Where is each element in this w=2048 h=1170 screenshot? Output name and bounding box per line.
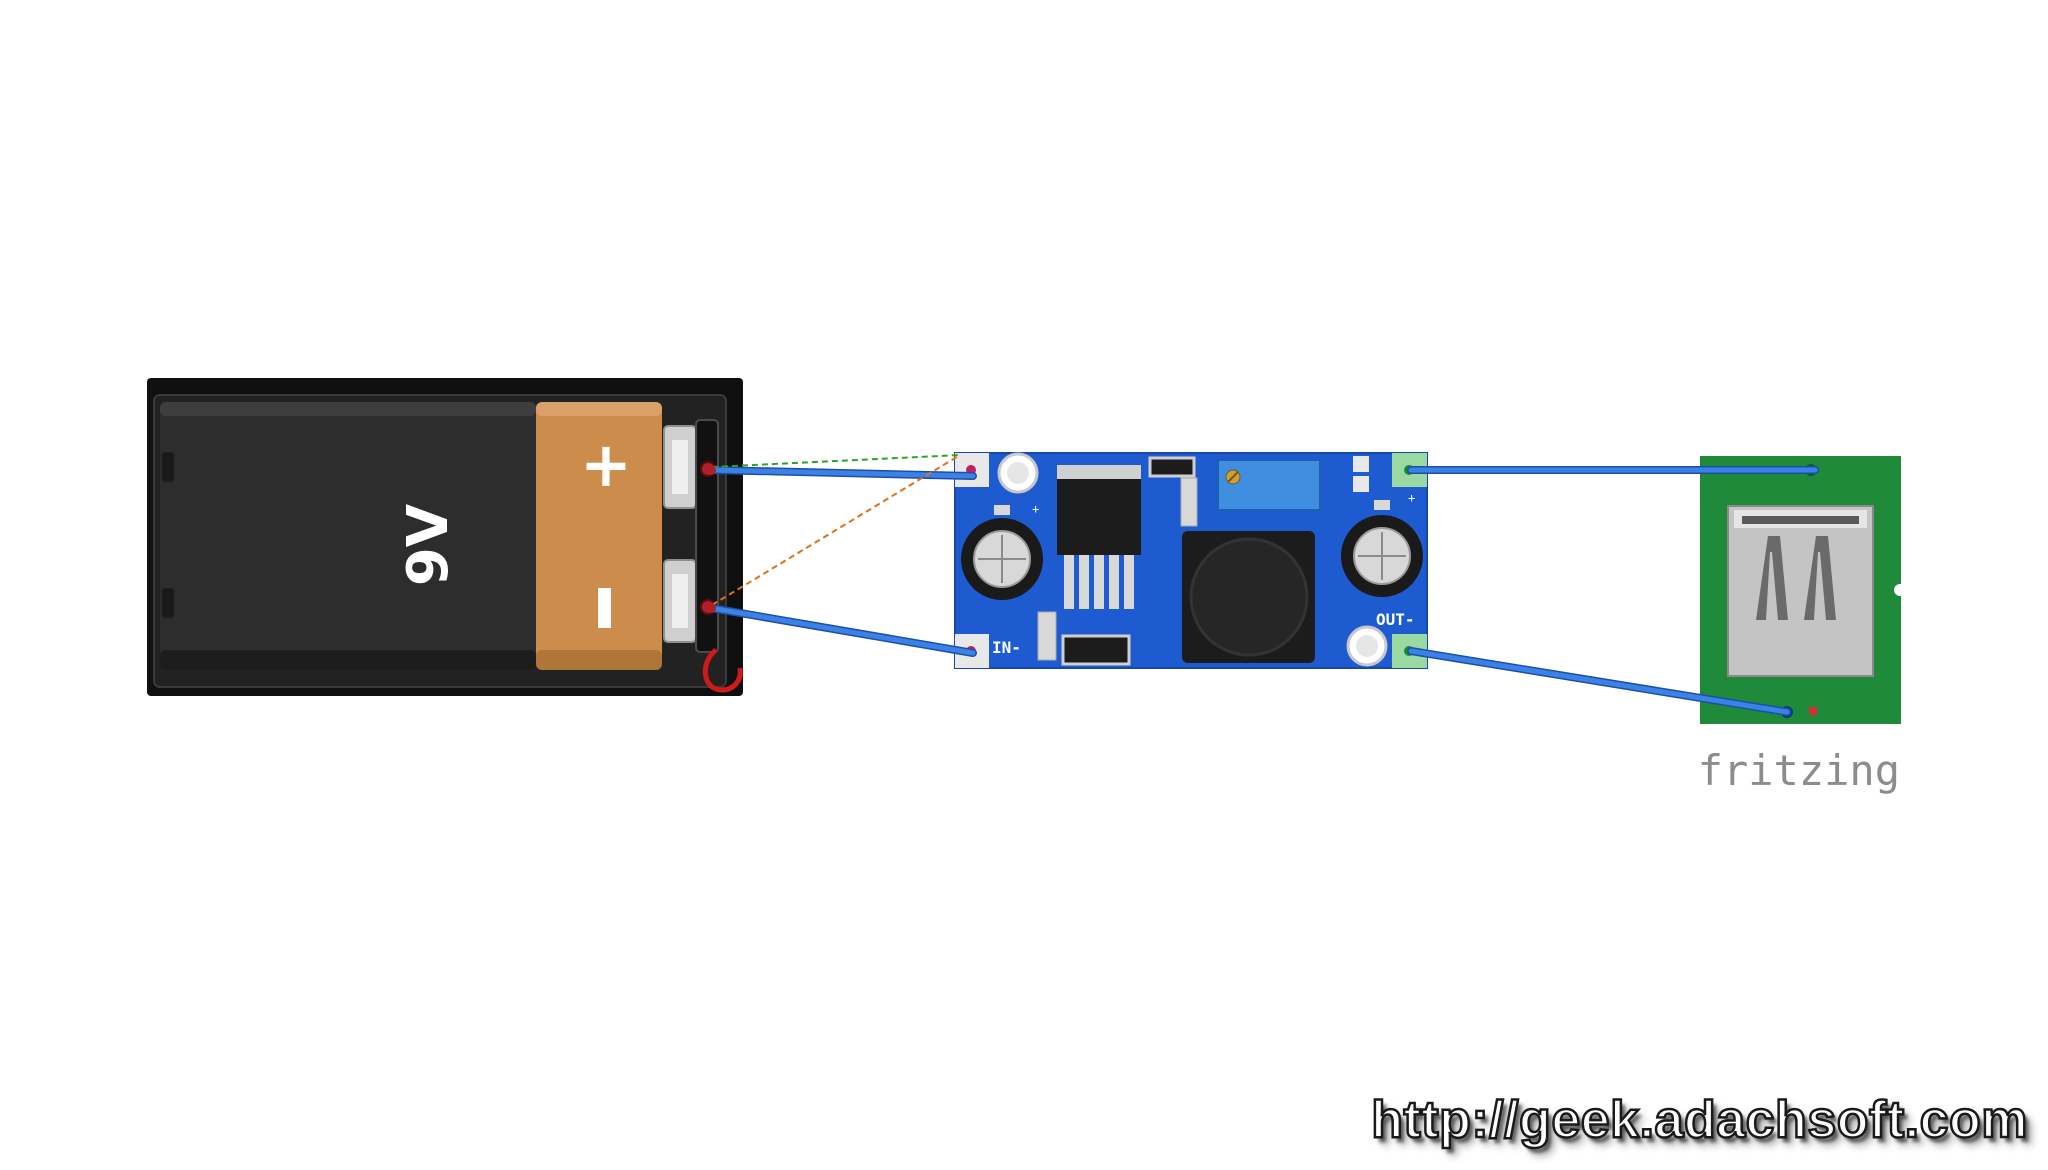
- cap-out-lead: [1374, 500, 1390, 510]
- battery-plus-sign: +: [580, 428, 632, 501]
- ratsnest-green: [711, 454, 961, 468]
- smd-resistor-top: [1148, 456, 1196, 478]
- battery-body-shadow: [160, 650, 536, 670]
- battery-body: [160, 402, 536, 670]
- usb-contact-left: [1756, 536, 1788, 620]
- usb-contact-right: [1804, 536, 1836, 620]
- battery-voltage-label: 9V: [396, 503, 461, 586]
- battery-terminal-plus[interactable]: [663, 425, 697, 509]
- fritzing-logo: fritzing: [1698, 746, 1900, 795]
- ic-pins: [1064, 555, 1134, 609]
- wire-battery-minus-to-in-minus[interactable]: [708, 605, 976, 656]
- out-plus-mark: +: [1408, 491, 1415, 505]
- trim-potentiometer[interactable]: [1217, 459, 1321, 511]
- ratsnest-orange: [711, 454, 961, 606]
- mount-hole-top-inner: [1007, 462, 1029, 484]
- usb-receptacle-slot: [1742, 516, 1859, 524]
- usb-breakout-board[interactable]: [1700, 456, 1906, 724]
- battery-red-lead: [702, 648, 743, 693]
- dc-dc-converter-module[interactable]: + + IN- OUT-: [954, 452, 1428, 669]
- battery-cap: [536, 402, 662, 670]
- battery-notch-top: [162, 452, 174, 482]
- terminal-minus-shine: [672, 574, 688, 628]
- watermark-url: http://geek.adachsoft.com: [1370, 1090, 2029, 1151]
- usb-pin-marker: [1809, 707, 1817, 715]
- mount-hole-bottom-inner: [1356, 635, 1378, 657]
- in-minus-label: IN-: [992, 638, 1021, 657]
- cap-in-lead: [994, 505, 1010, 515]
- ic-tab: [1057, 465, 1141, 479]
- terminal-plus-shine: [672, 440, 688, 494]
- wires: [706, 454, 1819, 716]
- cap-in-plus-mark: +: [1032, 502, 1039, 516]
- wire-end-battery-minus: [706, 603, 716, 613]
- battery-cap-shadow: [536, 650, 662, 670]
- battery-minus-sign: [598, 588, 611, 628]
- wire-end-battery-plus: [706, 465, 716, 475]
- usb-a-receptacle[interactable]: [1727, 505, 1874, 677]
- wire-battery-plus-to-in-plus[interactable]: [708, 467, 976, 479]
- smd-pad-2: [1353, 476, 1369, 492]
- smd-pad-1: [1353, 456, 1369, 472]
- wire-out-minus-to-usb[interactable]: [1408, 648, 1790, 715]
- holder-contact-strip: [695, 419, 719, 653]
- usb-pcb-notch: [1894, 584, 1906, 596]
- regulator-ic: [1057, 479, 1141, 555]
- battery-body-highlight: [160, 402, 536, 416]
- battery-9v[interactable]: 9V +: [160, 402, 662, 670]
- out-minus-label: OUT-: [1376, 610, 1415, 629]
- battery-cap-highlight: [536, 402, 662, 416]
- smd-diode: [1061, 634, 1131, 666]
- battery-holder[interactable]: 9V +: [147, 378, 743, 696]
- battery-terminal-minus[interactable]: [663, 559, 697, 643]
- battery-notch-bottom: [162, 588, 174, 618]
- inductor-core: [1189, 537, 1309, 657]
- smd-cap-left: [1037, 611, 1057, 661]
- smd-cap-vertical: [1180, 477, 1198, 527]
